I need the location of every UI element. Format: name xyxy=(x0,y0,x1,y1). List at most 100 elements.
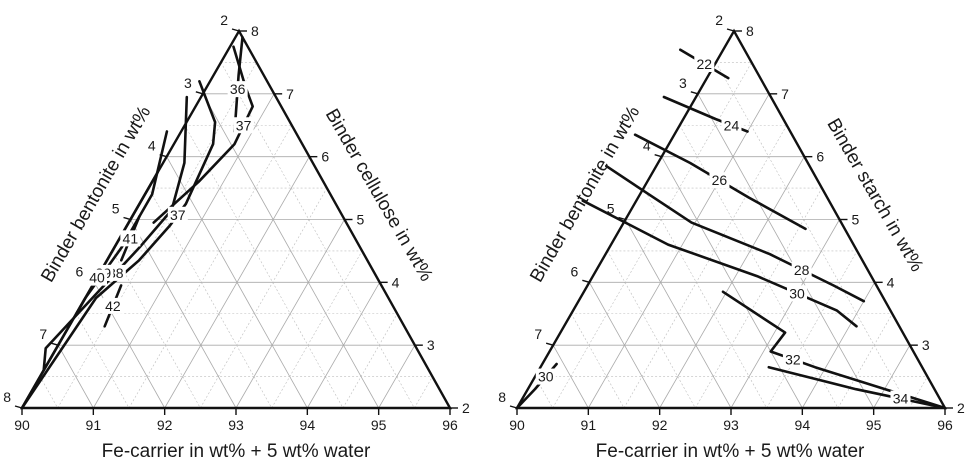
left-tick-label: 6 xyxy=(76,263,84,279)
grid-line xyxy=(164,156,310,409)
left-axis-title: Binder bentonite in wt% xyxy=(37,102,155,285)
contour-label-bg xyxy=(709,172,730,189)
contour-label: 37 xyxy=(170,207,186,223)
grid-line xyxy=(200,187,328,409)
left-tick-label: 2 xyxy=(715,12,723,28)
contour-label-bg xyxy=(721,117,742,134)
bottom-tick-label: 96 xyxy=(937,417,953,433)
contour-label-bg xyxy=(782,351,803,368)
left-tick xyxy=(545,342,554,346)
bottom-tick-label: 94 xyxy=(300,417,316,433)
contour-label-bg xyxy=(102,297,123,314)
left-tick xyxy=(14,405,23,409)
right-tick-label: 6 xyxy=(816,149,824,165)
contour-label: 37 xyxy=(236,117,252,133)
left-tick-label: 8 xyxy=(498,389,506,405)
grid-line xyxy=(588,282,661,409)
left-tick-label: 4 xyxy=(643,138,651,154)
bottom-tick-label: 94 xyxy=(795,417,811,433)
bottom-axis-title: Fe-carrier in wt% + 5 wt% water xyxy=(102,441,371,462)
contour-label: 28 xyxy=(794,262,810,278)
grid-line xyxy=(730,219,840,409)
contour-label: 26 xyxy=(712,172,728,188)
left-tick-label: 5 xyxy=(607,201,615,217)
contour-label-bg xyxy=(167,206,188,223)
bottom-tick-label: 92 xyxy=(652,417,668,433)
left-tick xyxy=(231,28,240,32)
grid-line xyxy=(625,219,732,409)
grid-line xyxy=(552,344,589,409)
contour-label: 40 xyxy=(89,270,105,286)
right-tick-label: 2 xyxy=(957,400,965,416)
bottom-axis-title: Fe-carrier in wt% + 5 wt% water xyxy=(596,441,865,462)
right-tick-label: 8 xyxy=(746,23,754,39)
contour-label-bg xyxy=(535,368,556,385)
left-tick-label: 3 xyxy=(679,75,687,91)
grid-line xyxy=(873,344,911,409)
grid-line xyxy=(148,187,272,409)
left-axis-title: Binder bentonite in wt% xyxy=(526,102,644,285)
right-tick-label: 3 xyxy=(427,337,435,353)
contour-lines xyxy=(20,35,254,410)
left-tick xyxy=(618,216,626,221)
contour-line-32 xyxy=(721,290,947,410)
contour-line-34 xyxy=(767,365,947,410)
bottom-tick-label: 95 xyxy=(866,417,882,433)
grid-line xyxy=(715,62,910,409)
grid-line xyxy=(184,125,344,409)
bottom-tick-label: 95 xyxy=(371,417,387,433)
grid-line xyxy=(659,156,805,409)
grid-line xyxy=(271,250,363,409)
grid-line xyxy=(570,313,625,409)
bottom-tick-label: 92 xyxy=(157,417,173,433)
left-tick-label: 8 xyxy=(3,389,11,405)
contour-labels: 3637373839404142 xyxy=(87,81,254,314)
right-tick-label: 5 xyxy=(852,212,860,228)
right-tick-label: 5 xyxy=(357,212,365,228)
contour-line-38 xyxy=(20,95,189,410)
contour-label-bg xyxy=(694,55,715,72)
axis-ticks xyxy=(509,28,953,415)
right-tick-label: 3 xyxy=(922,337,930,353)
left-tick-label: 2 xyxy=(220,12,228,28)
contour-label-bg xyxy=(233,117,254,134)
contour-label: 34 xyxy=(893,391,909,407)
left-tick xyxy=(726,28,735,32)
grid-line xyxy=(607,250,696,409)
bottom-tick-label: 90 xyxy=(14,417,30,433)
contour-label: 36 xyxy=(230,81,246,97)
grid-line xyxy=(378,344,416,409)
left-tick xyxy=(582,279,590,284)
left-tick xyxy=(123,216,131,221)
left-tick xyxy=(509,405,518,409)
grid-line xyxy=(623,125,788,409)
axis-ticks xyxy=(14,28,458,415)
left-tick-label: 6 xyxy=(571,263,579,279)
right-tick-label: 7 xyxy=(286,86,294,102)
grid-line xyxy=(75,313,130,409)
grid-line xyxy=(57,344,94,409)
right-tick-label: 4 xyxy=(392,274,400,290)
right-tick-label: 4 xyxy=(887,274,895,290)
grid-line xyxy=(414,376,433,409)
left-tick-label: 5 xyxy=(112,201,120,217)
grid-line xyxy=(306,282,381,409)
right-axis-title: Binder starch in wt% xyxy=(822,115,927,276)
contour-lines xyxy=(515,48,947,410)
contour-label-bg xyxy=(791,261,812,278)
contour-label-bg xyxy=(120,230,141,247)
contour-label-bg xyxy=(787,285,808,302)
grid-line xyxy=(57,62,257,409)
grid-line xyxy=(235,219,345,409)
left-tick xyxy=(654,153,662,158)
grid-line xyxy=(39,376,58,409)
grid-line xyxy=(801,282,876,409)
left-tick xyxy=(690,91,699,95)
bottom-tick-label: 96 xyxy=(442,417,458,433)
contour-line-30 xyxy=(581,199,858,328)
